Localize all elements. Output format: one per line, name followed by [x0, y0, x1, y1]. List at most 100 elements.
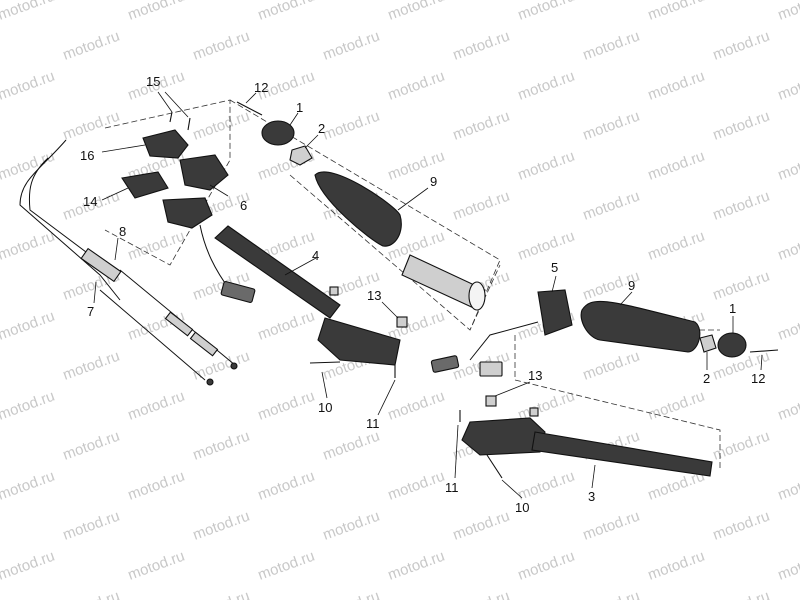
callout-8: 8	[119, 224, 126, 239]
right-switch-5	[537, 289, 573, 336]
watermark-text: motod.ru	[386, 148, 447, 184]
cable-7-ferrule	[80, 247, 122, 283]
callout-14: 14	[83, 194, 97, 209]
watermark-text: motod.ru	[0, 388, 57, 424]
watermark-text: motod.ru	[516, 468, 577, 504]
leader-13-right	[494, 381, 531, 397]
callout-1-right: 1	[729, 301, 736, 316]
cable-7-adjuster	[164, 311, 194, 337]
watermark-text: motod.ru	[126, 468, 187, 504]
watermark-text: motod.ru	[776, 228, 800, 264]
callout-9-right: 9	[628, 278, 635, 293]
left-grip-frame-lower	[289, 174, 501, 331]
watermark-text: motod.ru	[581, 108, 642, 144]
switch-clamp-14	[121, 171, 169, 199]
watermark-text: motod.ru	[776, 148, 800, 184]
throttle-cables	[19, 139, 238, 386]
watermark-text: motod.ru	[516, 228, 577, 264]
callout-12-left: 12	[254, 80, 268, 95]
watermark-text: motod.ru	[321, 28, 382, 64]
right-switch-connector-a	[430, 355, 460, 373]
watermark-text: motod.ru	[61, 428, 122, 464]
left-grip-parts	[236, 101, 486, 311]
watermark-text: motod.ru	[451, 108, 512, 144]
watermark-text: motod.ru	[256, 468, 317, 504]
watermark-text: motod.ru	[581, 28, 642, 64]
callout-1-left: 1	[296, 100, 303, 115]
leader-11-left	[377, 379, 396, 416]
watermark-text: motod.ru	[61, 348, 122, 384]
watermark-text: motod.ru	[61, 28, 122, 64]
watermark-text: motod.ru	[0, 0, 57, 24]
watermark-text: motod.ru	[646, 68, 707, 104]
watermark-text: motod.ru	[646, 0, 707, 24]
watermark-text: motod.ru	[256, 548, 317, 584]
watermark-text: motod.ru	[646, 388, 707, 424]
watermark-text: motod.ru	[321, 428, 382, 464]
cable-8-adjuster	[189, 331, 219, 357]
callout-labels: 15 16 14 6 8 7 12 1 2 9 4 13 10 11 5 9 1…	[80, 74, 765, 515]
cable-8-left-strand	[28, 157, 111, 271]
watermark-text: motod.ru	[711, 268, 772, 304]
cable-8-end-nipple	[230, 362, 238, 370]
right-grip-parts	[430, 289, 779, 377]
watermark-text: motod.ru	[256, 388, 317, 424]
watermark-text: motod.ru	[711, 108, 772, 144]
watermark-text: motod.ru	[191, 108, 252, 144]
watermark-text: motod.ru	[516, 68, 577, 104]
watermark-text: motod.ru	[126, 228, 187, 264]
watermark-text: motod.ru	[451, 588, 512, 600]
watermark-text: motod.ru	[776, 468, 800, 504]
watermark-text: motod.ru	[516, 0, 577, 24]
leader-11-right	[454, 424, 459, 479]
left-switch-parts	[121, 111, 256, 304]
right-switch-connector-b	[479, 361, 503, 377]
watermark-text: motod.ru	[191, 428, 252, 464]
watermark-text: motod.ru	[581, 348, 642, 384]
leader-12-right	[760, 354, 763, 371]
right-clamp	[461, 417, 546, 456]
switch-connector	[220, 280, 256, 304]
watermark-text: motod.ru	[386, 468, 447, 504]
watermark-text: motod.ru	[256, 308, 317, 344]
bar-end-bolt-12-right	[749, 349, 779, 353]
leader-10-right	[501, 479, 523, 499]
watermark-text: motod.ru	[711, 188, 772, 224]
watermark-text: motod.ru	[451, 188, 512, 224]
watermark-text: motod.ru	[451, 508, 512, 544]
watermark-text: motod.ru	[0, 308, 57, 344]
bolt-head-left	[329, 286, 339, 296]
watermark-text: motod.ru	[581, 508, 642, 544]
switch-upper-cover-16	[142, 129, 189, 159]
watermark-text: motod.ru	[191, 348, 252, 384]
leader-12-left	[245, 92, 257, 104]
watermark-text: motod.ru	[0, 68, 57, 104]
watermark-text: motod.ru	[646, 148, 707, 184]
watermark-text: motod.ru	[61, 508, 122, 544]
leader-8	[114, 237, 119, 261]
cable-7-inner-wire	[99, 289, 206, 381]
watermark-text: motod.ru	[0, 148, 57, 184]
left-clipon-parts	[214, 225, 408, 378]
watermark-text: motod.ru	[776, 388, 800, 424]
watermark-text: motod.ru	[516, 548, 577, 584]
right-grip-9	[580, 300, 701, 353]
screw-15b	[187, 117, 191, 131]
watermark-text: motod.ru	[0, 548, 57, 584]
watermark-text: motod.ru	[386, 548, 447, 584]
callout-3: 3	[588, 489, 595, 504]
left-clamp-4	[317, 317, 401, 366]
callout-leaders	[93, 91, 763, 499]
callout-11-left: 11	[366, 416, 380, 431]
watermark-text: motod.ru	[126, 548, 187, 584]
leader-15b	[164, 91, 189, 118]
watermark-text: motod.ru	[126, 388, 187, 424]
callout-15: 15	[146, 74, 160, 89]
callout-2-right: 2	[703, 371, 710, 386]
callout-2-left: 2	[318, 121, 325, 136]
leader-6	[209, 184, 229, 197]
nut-13-left	[396, 316, 408, 328]
watermark-text: motod.ru	[321, 508, 382, 544]
watermark-text: motod.ru	[646, 228, 707, 264]
